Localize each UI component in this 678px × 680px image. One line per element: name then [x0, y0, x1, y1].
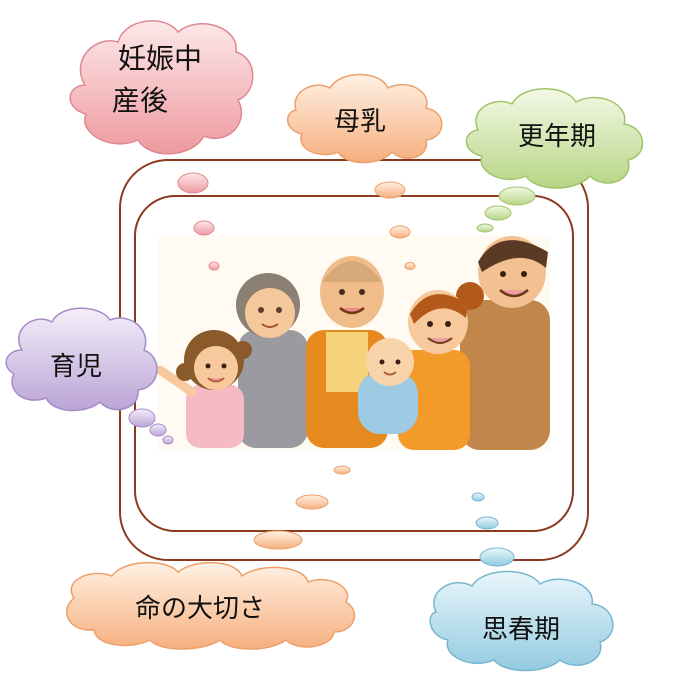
father-figure [460, 236, 550, 450]
girl-figure [155, 330, 252, 448]
menopause-bubble-trail [476, 186, 536, 233]
pregnancy-label-line2: 産後 [112, 84, 168, 117]
pregnancy-bubble-trail [177, 172, 220, 271]
life-bubble-trail [253, 465, 351, 550]
childcare-cloud: 育児 [5, 307, 158, 412]
pregnancy-cloud: 妊娠中 産後 [69, 20, 254, 155]
puberty-cloud: 思春期 [429, 570, 614, 672]
baby-figure [358, 338, 418, 434]
life-label: 命の大切さ [135, 594, 265, 624]
family-illustration [155, 235, 550, 450]
grandmother-figure [236, 273, 308, 448]
breastmilk-label: 母乳 [334, 107, 386, 137]
puberty-label: 思春期 [482, 615, 560, 645]
breastmilk-bubble-trail [374, 181, 416, 270]
childcare-bubble-trail [128, 408, 174, 445]
menopause-cloud: 更年期 [465, 88, 644, 189]
menopause-label: 更年期 [518, 122, 596, 152]
mother-figure [398, 282, 484, 450]
puberty-bubble-trail [471, 492, 515, 567]
breastmilk-cloud: 母乳 [287, 73, 443, 164]
childcare-label: 育児 [50, 352, 102, 382]
life-cloud: 命の大切さ [65, 561, 356, 650]
pregnancy-label-line1: 妊娠中 [118, 42, 202, 75]
